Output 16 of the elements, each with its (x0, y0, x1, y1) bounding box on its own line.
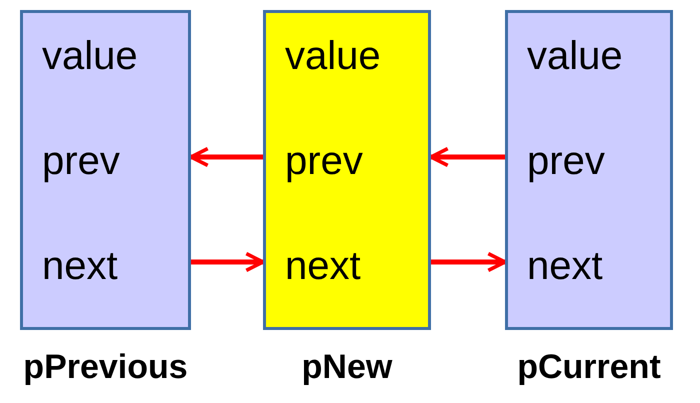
pointer-name: pPrevious (23, 347, 188, 387)
arrow (189, 146, 263, 168)
field-label: prev (527, 138, 605, 184)
field-label: value (42, 33, 138, 79)
field-label: prev (42, 138, 120, 184)
field-label: value (527, 33, 623, 79)
pointer-name: pNew (302, 347, 392, 387)
arrow (431, 252, 507, 272)
field-label: next (527, 243, 603, 289)
field-label: value (285, 33, 381, 79)
field-label: next (42, 243, 118, 289)
arrow (429, 146, 505, 168)
arrow (191, 252, 265, 272)
pointer-name: pCurrent (517, 347, 661, 387)
field-label: next (285, 243, 361, 289)
field-label: prev (285, 138, 363, 184)
